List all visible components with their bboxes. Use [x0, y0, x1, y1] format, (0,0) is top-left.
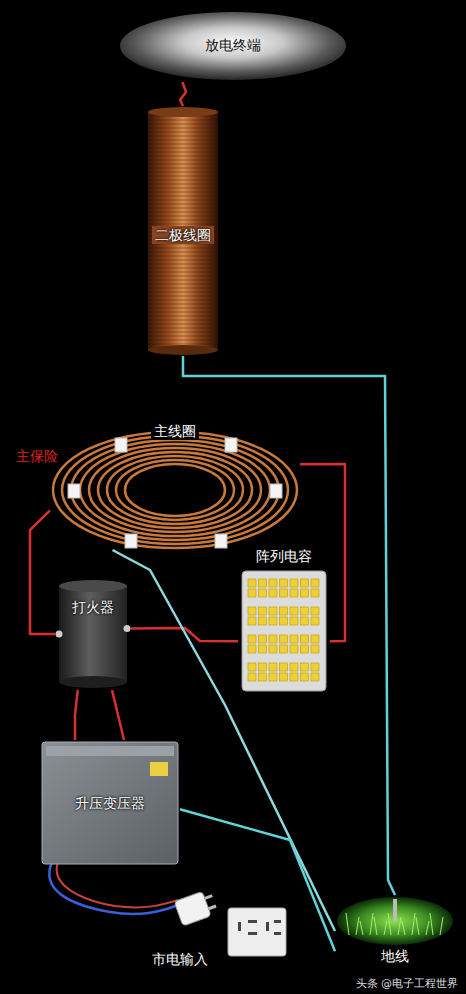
ground-wire — [113, 550, 336, 931]
mains-input-label: 市电输入 — [150, 950, 210, 968]
spark-gap-shape — [55, 578, 131, 690]
watermark: 头条 @电子工程世界 — [354, 975, 461, 993]
part-label: 升压变压器 — [72, 794, 148, 812]
wire — [75, 690, 78, 740]
discharge-terminal: 放电终端 — [118, 10, 348, 82]
ground-wire — [183, 356, 395, 895]
secondary-coil: 二极线圈 — [148, 106, 218, 356]
part-label: 阵列电容 — [253, 547, 315, 565]
mains-cable — [49, 862, 178, 914]
wire — [112, 690, 124, 740]
spark-gap: 打火器 — [55, 578, 131, 690]
capacitor-array: 阵列电容 — [238, 545, 330, 693]
wire — [30, 510, 55, 634]
ground-rod: 地线 — [335, 895, 455, 967]
part-label: 二极线圈 — [152, 226, 214, 244]
wire — [180, 82, 186, 106]
part-label: 打火器 — [69, 598, 117, 616]
ground-wire — [180, 809, 335, 951]
fuse-label: 主保险 — [14, 447, 60, 465]
mains-cable — [57, 862, 178, 907]
part-label: 地线 — [378, 947, 412, 965]
wall-socket — [228, 908, 286, 956]
part-label: 放电终端 — [202, 36, 264, 54]
step-up-transformer: 升压变压器 — [40, 740, 180, 866]
primary-coil: 主线圈 — [50, 418, 300, 550]
mains-plug — [174, 889, 219, 926]
capacitor-array-shape — [238, 545, 330, 693]
part-label: 主线圈 — [151, 422, 199, 440]
